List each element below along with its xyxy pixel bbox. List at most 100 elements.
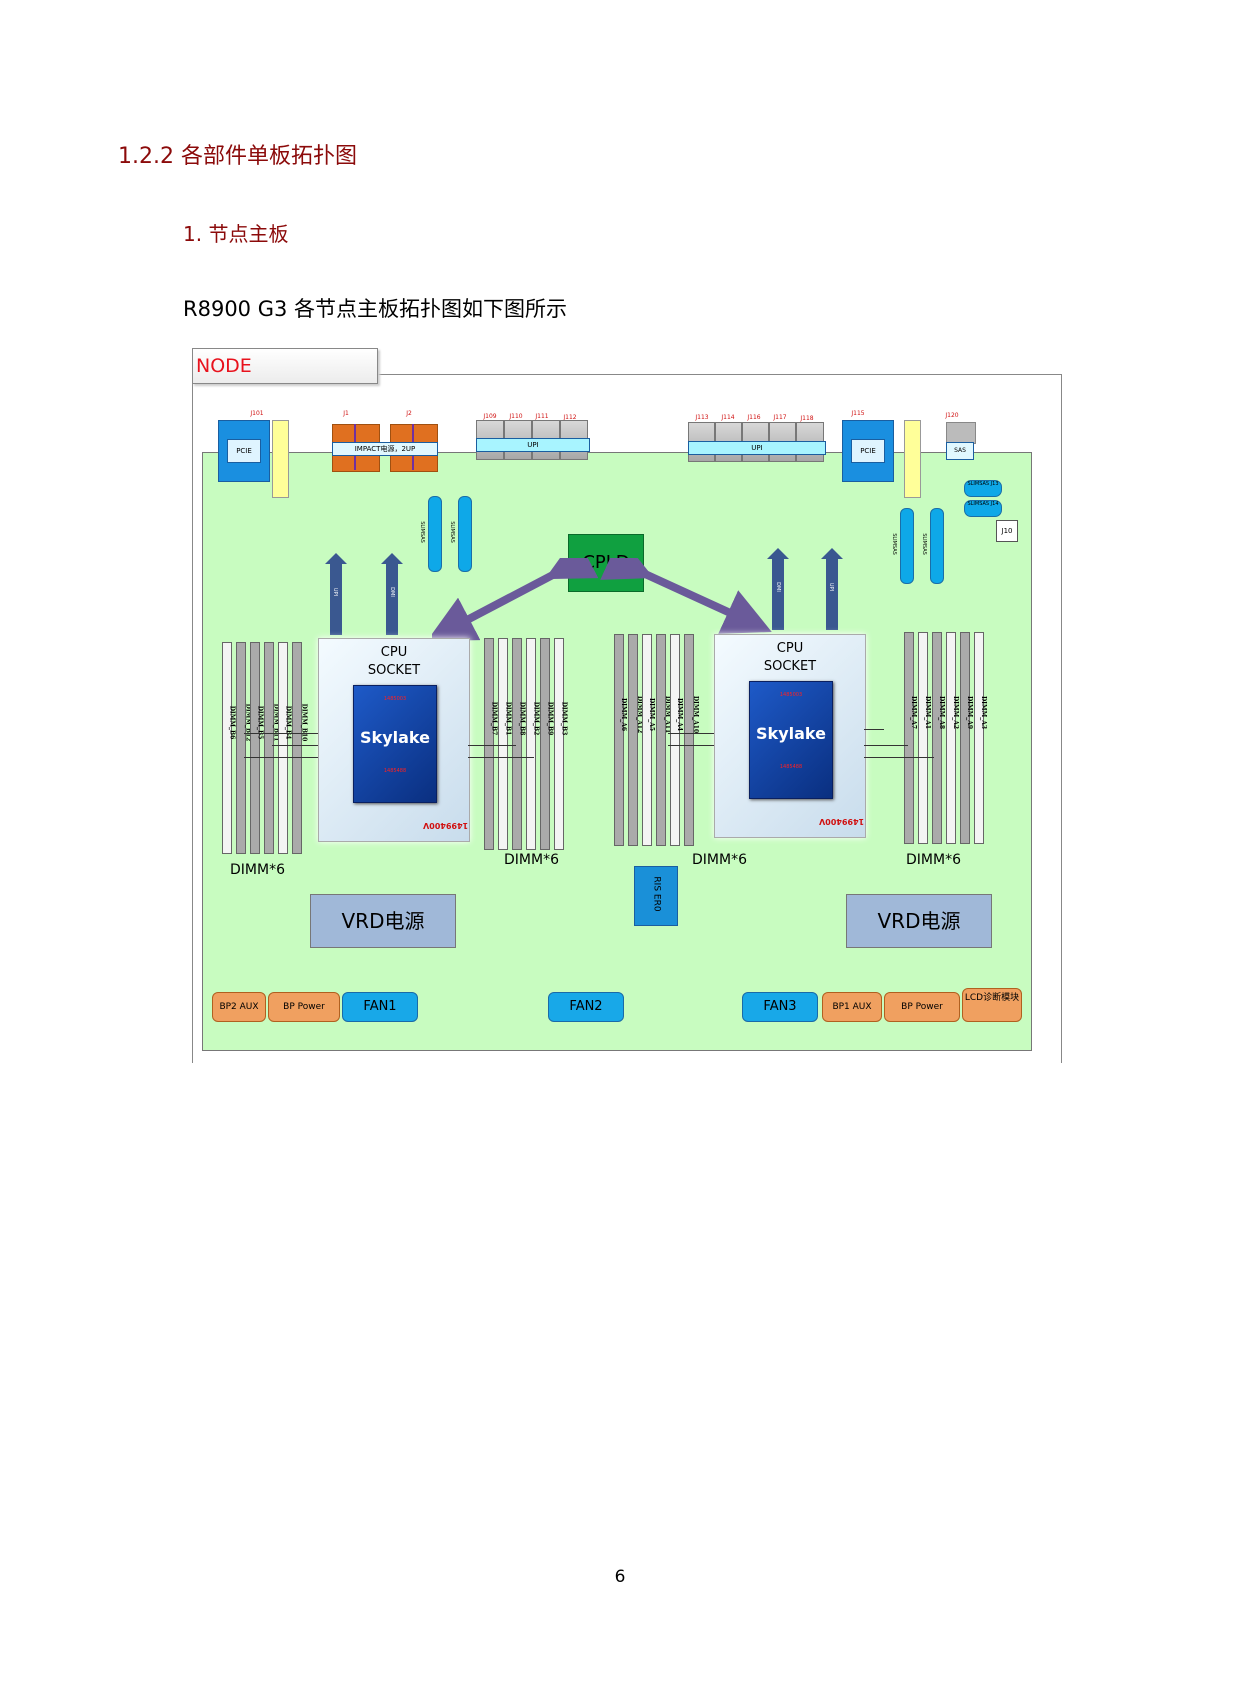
memory-channel-line xyxy=(668,745,714,746)
dimm-label: DIMM_B8 xyxy=(518,701,526,736)
upi-right-label: UPI xyxy=(688,441,826,455)
bp-power-connector-left: BP Power xyxy=(268,992,340,1022)
dimm-slot: DIMM_B10 xyxy=(292,642,307,854)
dimm-label: DIMM_A7 xyxy=(910,695,918,730)
section-heading: 1.2.2 各部件单板拓扑图 xyxy=(118,144,357,169)
lcd-diagnostic-module: LCD诊断模块 xyxy=(962,988,1022,1022)
dimm-label: DIMM_A1 xyxy=(924,695,932,730)
dimm-count-label: DIMM*6 xyxy=(230,862,285,878)
bp-power-connector-right: BP Power xyxy=(884,992,960,1022)
pcie-right-label: PCIE xyxy=(851,439,885,463)
chip-code-top: 1485003 xyxy=(779,692,803,698)
connector-label-j113: J113 xyxy=(695,414,709,421)
chip-code-top: 1485003 xyxy=(383,696,407,702)
dimm-label: DIMM_B3 xyxy=(560,701,568,736)
memory-channel-line xyxy=(244,757,318,758)
memory-channel-line xyxy=(272,745,318,746)
dmi-arrow-right: DMI xyxy=(767,548,789,630)
dimm-slot: DIMM_B6 xyxy=(222,642,236,854)
chip-code-bottom: 1485488 xyxy=(779,764,803,770)
cpu-chip-b: 1485003 Skylake 1485488 xyxy=(353,685,437,803)
upi-arrow-left: UPI xyxy=(325,553,347,635)
cpu-socket-b-line1: CPU xyxy=(380,645,408,660)
upi-left-label: UPI xyxy=(476,438,590,452)
dimm-slot: DIMM_B11 xyxy=(264,642,279,854)
dimm-label: DIMM_B4 xyxy=(284,705,292,740)
connector-label-j111: J111 xyxy=(535,413,549,420)
riser-slot-left xyxy=(272,420,289,498)
dimm-label: DIMM_A2 xyxy=(952,695,960,730)
slimsas-vertical-3-label: SLIMSAS xyxy=(890,533,897,555)
pcie-slot-right: PCIE xyxy=(842,420,894,482)
fan3-connector: FAN3 xyxy=(742,992,818,1022)
cpu-socket-a: CPU SOCKET 1485003 Skylake 1485488 14994… xyxy=(714,634,866,838)
cpu-chip-b-name: Skylake xyxy=(360,728,430,747)
dimm-slot: DIMM_A1 xyxy=(918,632,932,844)
bp1-aux-connector: BP1 AUX xyxy=(822,992,882,1022)
fan1-connector: FAN1 xyxy=(342,992,418,1022)
subsection-heading: 1. 节点主板 xyxy=(183,222,289,246)
socket-marking: 1499400V xyxy=(819,817,865,826)
pcie-left-label: PCIE xyxy=(227,439,261,463)
memory-channel-line xyxy=(468,757,534,758)
dimm-label: DIMM_B6 xyxy=(228,705,236,740)
memory-channel-line xyxy=(468,745,516,746)
dimm-slot: DIMM_A12 xyxy=(628,634,643,846)
intro-paragraph: R8900 G3 各节点主板拓扑图如下图所示 xyxy=(183,297,568,321)
pcie-slot-left: PCIE xyxy=(218,420,270,482)
slimsas-vertical-4-label: SLIMSAS xyxy=(920,533,927,555)
dimm-slot: DIMM_A8 xyxy=(932,632,945,844)
cpu-chip-a: 1485003 Skylake 1485488 xyxy=(749,681,833,799)
node-tab-label: NODE xyxy=(196,355,252,377)
dimm-label: DIMM_B10 xyxy=(300,703,308,742)
memory-channel-line xyxy=(668,733,714,734)
page-number: 6 xyxy=(614,1567,626,1587)
slimsas-j14: SLIMSAS J14 xyxy=(964,500,1002,517)
dimm-label: DIMM_B7 xyxy=(490,701,498,736)
dimm-label: DIMM_A3 xyxy=(980,695,988,730)
node-topology-diagram: NODE J101 J1 J2 J109 J110 J111 J112 J113… xyxy=(192,348,1062,1070)
riser-label: RIS ER0 xyxy=(651,876,662,912)
memory-channel-line xyxy=(864,757,934,758)
slimsas-vertical-2-label: SLIMSAS xyxy=(448,521,455,543)
connector-label-j117: J117 xyxy=(773,414,787,421)
dimm-count-label: DIMM*6 xyxy=(906,852,961,868)
slimsas-j13: SLIMSAS J13 xyxy=(964,480,1002,497)
dimm-slot: DIMM_A7 xyxy=(904,632,918,844)
connector-label-j101: J101 xyxy=(250,410,264,417)
connector-label-j116: J116 xyxy=(747,414,761,421)
dimm-slot: DIMM_A3 xyxy=(974,632,988,844)
connector-label-j110: J110 xyxy=(509,413,523,420)
dimm-slot: DIMM_A11 xyxy=(656,634,671,846)
dimm-slot: DIMM_A10 xyxy=(684,634,699,846)
dimm-slot: DIMM_B2 xyxy=(526,638,539,850)
vrd-power-left: VRD电源 xyxy=(310,894,456,948)
upi-arrow-right: UPI xyxy=(821,548,843,630)
sas-connector-body xyxy=(946,422,976,444)
dimm-label: DIMM_A9 xyxy=(966,695,974,730)
impact-power-label: IMPACT电源，2UP xyxy=(332,442,438,456)
connector-label-j1: J1 xyxy=(343,410,349,417)
dimm-slot: DIMM_B12 xyxy=(236,642,251,854)
dimm-label: DIMM_B5 xyxy=(256,705,264,740)
upi-arrow-left-label: UPI xyxy=(332,587,339,597)
riser-slot-right xyxy=(904,420,921,498)
dimm-label: DIMM_A4 xyxy=(676,697,684,732)
slimsas-vertical-1-label: SLIMSAS xyxy=(418,521,425,543)
dmi-arrow-right-label: DMI xyxy=(774,582,781,592)
dimm-slot: DIMM_B3 xyxy=(554,638,568,850)
dmi-arrow-left-label: DMI xyxy=(388,587,395,597)
dimm-slot: DIMM_B8 xyxy=(512,638,526,850)
connector-label-j115: J115 xyxy=(851,410,865,417)
riser-connector: RIS ER0 xyxy=(634,866,678,926)
dimm-slot: DIMM_A9 xyxy=(960,632,974,844)
dimm-label: DIMM_B9 xyxy=(546,701,554,736)
memory-channel-line xyxy=(864,745,908,746)
chip-code-bottom: 1485488 xyxy=(383,768,407,774)
cpu-chip-a-name: Skylake xyxy=(756,724,826,743)
socket-marking: 1499400V xyxy=(423,821,469,830)
node-tab: NODE xyxy=(192,348,378,384)
dimm-slot: DIMM_B7 xyxy=(484,638,498,850)
memory-channel-line xyxy=(864,729,884,730)
dimm-label: DIMM_A10 xyxy=(692,695,700,734)
